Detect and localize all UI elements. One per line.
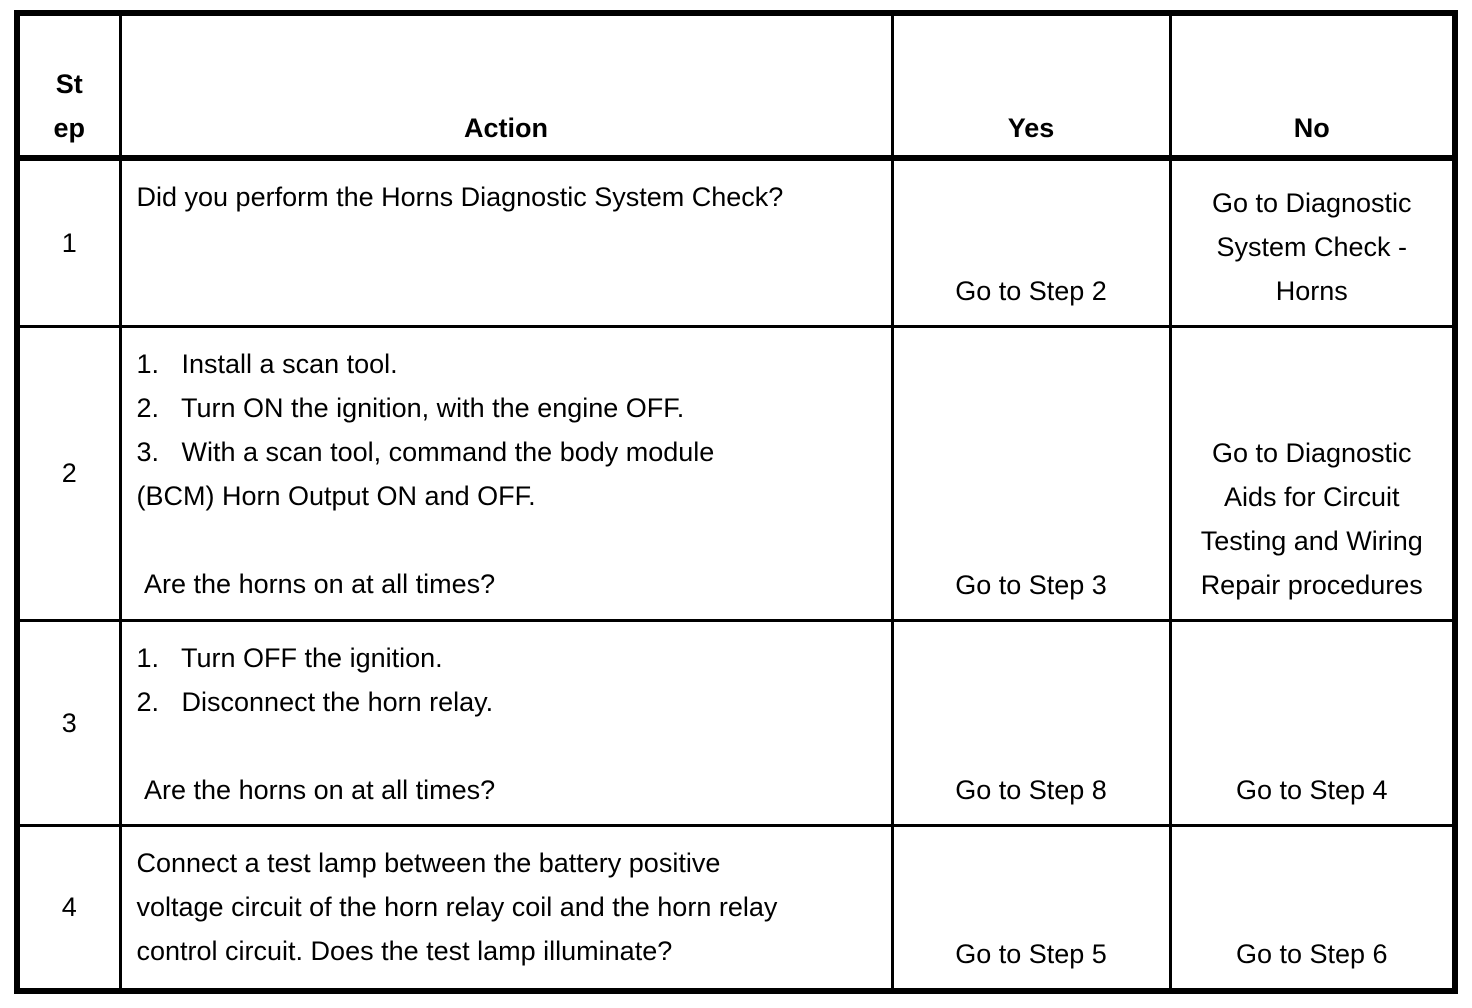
step-number: 1 <box>15 156 122 328</box>
column-header-yes: Yes <box>890 11 1172 161</box>
step-number: 2 <box>15 324 122 622</box>
table-header-row: St ep Action Yes No <box>15 11 1457 161</box>
no-result: Go to Diagnostic System Check - Horns <box>1168 156 1457 328</box>
action-text: Connect a test lamp between the battery … <box>118 823 894 993</box>
action-text: 1. Turn OFF the ignition. 2. Disconnect … <box>118 618 894 827</box>
table-row-step-3: 3 1. Turn OFF the ignition. 2. Disconnec… <box>15 618 1457 827</box>
action-text: 1. Install a scan tool. 2. Turn ON the i… <box>118 324 894 622</box>
yes-result: Go to Step 8 <box>890 618 1172 827</box>
yes-result: Go to Step 3 <box>890 324 1172 622</box>
column-header-no: No <box>1168 11 1457 161</box>
action-text: Did you perform the Horns Diagnostic Sys… <box>118 156 894 328</box>
yes-result: Go to Step 2 <box>890 156 1172 328</box>
no-result: Go to Step 4 <box>1168 618 1457 827</box>
no-result: Go to Step 6 <box>1168 823 1457 993</box>
table-row-step-2: 2 1. Install a scan tool. 2. Turn ON the… <box>15 324 1457 622</box>
table-row-step-1: 1 Did you perform the Horns Diagnostic S… <box>15 156 1457 328</box>
table-row-step-4: 4 Connect a test lamp between the batter… <box>15 823 1457 993</box>
step-number: 4 <box>15 823 122 993</box>
yes-result: Go to Step 5 <box>890 823 1172 993</box>
diagnostic-table: St ep Action Yes No 1 Did you perform th… <box>14 10 1458 994</box>
step-number: 3 <box>15 618 122 827</box>
column-header-step: St ep <box>15 11 122 161</box>
no-result: Go to Diagnostic Aids for Circuit Testin… <box>1168 324 1457 622</box>
column-header-action: Action <box>118 11 894 161</box>
